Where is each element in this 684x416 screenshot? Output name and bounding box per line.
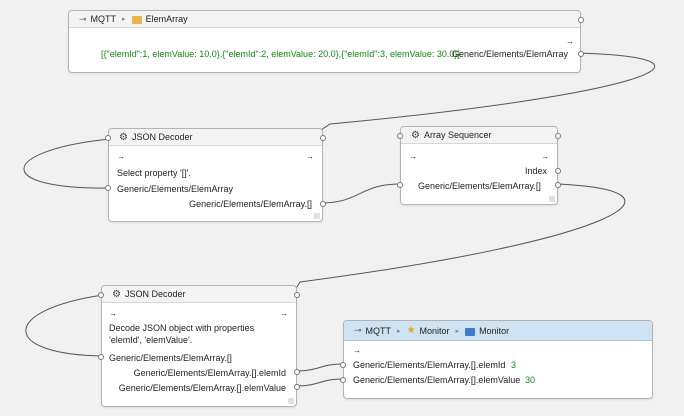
source-label: MQTT [365,325,392,336]
separator-icon: ▸ [397,327,401,335]
node-title: JSON Decoder [131,132,193,142]
wire-decoder1-to-sequencer [320,183,401,204]
port-top-left[interactable] [105,135,111,141]
array-sequencer-node[interactable]: ⚙ Array Sequencer → → Index Generic/Elem… [397,126,561,205]
plug-icon: ⊸ [79,13,87,24]
arrow-icon: → [306,152,314,161]
output-port[interactable] [320,201,326,207]
input-port[interactable] [105,185,111,191]
port-top-right[interactable] [578,17,584,23]
path-label: Monitor [479,325,510,336]
node-title: Array Sequencer [423,130,492,140]
node-header[interactable]: ⚙ JSON Decoder [102,286,296,303]
wire-decoder2-to-monitor-value [294,378,344,387]
json-decoder-node-2[interactable]: ⚙ JSON Decoder → → Decode JSON object wi… [98,285,300,407]
gear-icon: ⚙ [119,131,128,143]
output-port[interactable] [555,182,561,188]
star-icon: ★ [406,325,416,336]
arrow-icon: → [566,37,574,46]
input-label: Generic/Elements/ElemArray.[] [418,181,541,191]
wire-mqtt-to-decoder1 [320,52,656,131]
node-title: JSON Decoder [124,289,186,299]
input-port[interactable] [98,354,104,360]
arrow-icon: → [541,152,549,161]
path-label: ElemArray [145,14,188,24]
wire-decoder2-to-monitor-id [294,363,344,372]
mqtt-monitor-node[interactable]: ⊸ MQTT ▸ ★ Monitor ▸ Monitor → Generic/E… [340,320,653,399]
port-top-right[interactable] [294,292,300,298]
folder-name-label: Monitor [419,325,450,336]
node-header[interactable]: ⚙ JSON Decoder [109,129,322,146]
input-port-elemid[interactable] [340,362,346,368]
index-port[interactable] [555,168,561,174]
port-top-right[interactable] [555,133,561,139]
monitor-row-label: Generic/Elements/ElemArray.[].elemId [353,360,506,370]
json-decoder-node-1[interactable]: ⚙ JSON Decoder → → Select property '[]'.… [105,128,326,222]
node-header[interactable]: ⚙ Array Sequencer [401,127,557,144]
node-header[interactable]: ⊸ MQTT ▸ ElemArray [69,11,580,28]
output-label: Generic/Elements/ElemArray [451,49,568,59]
input-port-elemvalue[interactable] [340,377,346,383]
input-port[interactable] [397,182,403,188]
value-text: [{"elemId":1, elemValue: 10.0},{"elemId"… [101,49,460,59]
arrow-icon: → [117,152,125,161]
node-header[interactable]: ⊸ MQTT ▸ ★ Monitor ▸ Monitor [344,321,652,341]
arrow-icon: → [353,346,361,355]
output-id-port[interactable] [294,369,300,375]
description-text: Select property '[]'. [117,168,191,178]
mqtt-elemarray-node[interactable]: ⊸ MQTT ▸ ElemArray → [{"elemId":1, elemV… [68,10,584,73]
input-label: Generic/Elements/ElemArray [117,184,234,194]
output-label: Generic/Elements/ElemArray.[] [189,199,312,209]
arrow-icon: → [280,309,288,318]
wire-decoder1-loop [23,138,113,189]
separator-icon: ▸ [455,327,460,335]
output-id-label: Generic/Elements/ElemArray.[].elemId [133,368,286,378]
separator-icon: ▸ [122,16,126,23]
monitor-row-value: 30 [525,375,536,385]
gear-icon: ⚙ [411,129,420,141]
description-text: 'elemId', 'elemValue'. [109,335,193,345]
output-port[interactable] [578,51,584,57]
input-label: Generic/Elements/ElemArray.[] [109,353,232,363]
plug-icon: ⊸ [354,325,362,335]
source-label: MQTT [90,14,117,24]
folder-icon [131,16,142,24]
gear-icon: ⚙ [112,288,121,300]
port-top-right[interactable] [320,135,326,141]
resize-handle[interactable] [288,398,294,404]
wire-sequencer-to-decoder2 [294,183,626,291]
arrow-icon: → [109,309,117,318]
port-top-left[interactable] [397,133,403,139]
resize-handle[interactable] [549,196,555,202]
monitor-row-value: 3 [511,360,517,370]
monitor-row-label: Generic/Elements/ElemArray.[].elemValue [353,375,521,385]
arrow-icon: → [409,152,417,161]
output-value-port[interactable] [294,384,300,390]
port-top-left[interactable] [98,292,104,298]
output-value-label: Generic/Elements/ElemArray.[].elemValue [118,383,286,393]
wire-decoder2-loop [25,294,105,357]
folder-icon [465,327,476,336]
index-label: Index [524,166,547,176]
description-text: Decode JSON object with properties [109,323,255,333]
resize-handle[interactable] [314,213,320,219]
